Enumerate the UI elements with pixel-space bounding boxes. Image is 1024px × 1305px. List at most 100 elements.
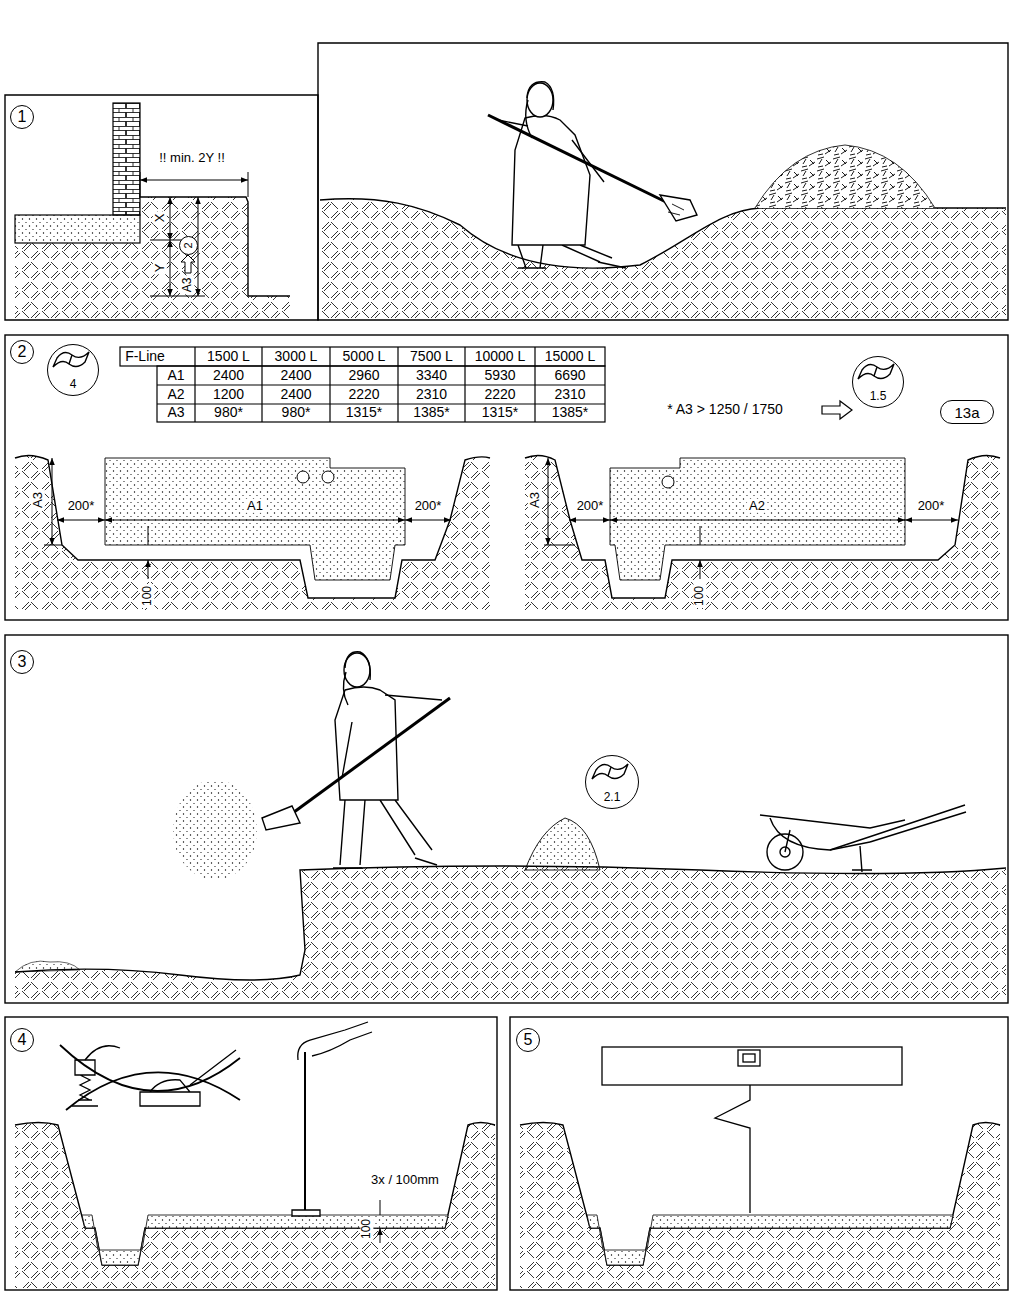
dimension-lines <box>380 1200 381 1243</box>
dimension-lines <box>44 458 451 579</box>
dimension-line <box>57 520 105 521</box>
wall-section <box>15 103 290 318</box>
dimension-line <box>170 240 171 296</box>
ground-line <box>15 866 1006 980</box>
tank-port <box>662 476 674 488</box>
plate-compactor <box>140 1050 236 1106</box>
brick-wall <box>113 103 140 215</box>
dimension-label: Y <box>153 262 167 275</box>
table-cell: 5930 <box>484 368 515 383</box>
tank-port <box>322 471 334 483</box>
pit-outline <box>525 455 1000 598</box>
extension-line <box>140 172 248 197</box>
dimension-label: A3 <box>181 276 194 295</box>
panel-frame <box>510 1017 1008 1290</box>
tank-outline <box>610 458 905 580</box>
dimension-line <box>610 520 905 521</box>
gravel-layer <box>15 961 80 972</box>
level-line <box>715 1085 750 1213</box>
cross-out <box>60 1045 240 1110</box>
reference-circle: 2 <box>179 236 198 255</box>
dimension-label: 200* <box>66 499 97 513</box>
frame-and-handles <box>785 805 966 872</box>
manual-icon <box>53 352 89 367</box>
hair <box>526 82 554 138</box>
levelled-pit <box>520 1123 1000 1289</box>
dimension-label: A3 <box>528 490 542 510</box>
shovel-handle <box>290 698 450 815</box>
soil-hatch <box>15 866 1006 1001</box>
level-bar <box>602 1047 902 1085</box>
dimension-label: 200* <box>413 499 444 513</box>
excavation-edge <box>140 197 290 296</box>
ground-line <box>320 199 1006 268</box>
dimension-note: !! min. 2Y !! <box>159 151 225 165</box>
dimension-label: 100 <box>360 1217 373 1241</box>
spirit-level <box>602 1047 902 1213</box>
node-text: 5 <box>524 1032 533 1048</box>
legs <box>518 245 626 268</box>
note-text: * A3 > 1250 / 1750 <box>667 402 783 417</box>
table-heading: A2 <box>167 387 184 402</box>
table-cell: 1385* <box>413 405 450 420</box>
table-heading: A1 <box>167 368 184 383</box>
table-heading: 7500 L <box>410 349 453 364</box>
table-header <box>120 347 605 366</box>
pit-section-right <box>525 455 1000 610</box>
table-cell: 1315* <box>346 405 383 420</box>
dimension-lines <box>544 458 958 579</box>
dimension-line <box>140 180 248 181</box>
hand-and-arm <box>298 1022 372 1060</box>
table-body <box>157 366 605 422</box>
dimension-line <box>148 526 149 579</box>
node-text: 1 <box>18 109 27 125</box>
hair <box>343 652 370 705</box>
panel-frames <box>5 43 1008 1290</box>
legs <box>333 800 437 868</box>
table-lines <box>157 347 605 422</box>
spoil-ground <box>755 145 935 208</box>
soil-hatch <box>320 199 1006 318</box>
manual-icon <box>858 364 894 379</box>
node-text: 2 <box>183 242 194 248</box>
manual-reference-icon: 2.1 <box>585 755 639 809</box>
extension-line <box>544 545 575 546</box>
dimension-line <box>548 458 549 545</box>
tank-port <box>297 471 309 483</box>
table-cell: 2220 <box>484 387 515 402</box>
soil-on-shovel <box>668 204 684 215</box>
shovel-handle <box>488 115 668 203</box>
node-text: 13a <box>954 405 979 420</box>
wheelbarrow <box>760 805 966 872</box>
dimension-line <box>700 526 701 579</box>
soil-hatch <box>15 197 290 318</box>
node-text: 4 <box>18 1032 27 1048</box>
dimension-line <box>405 520 451 521</box>
dimension-label: A2 <box>747 499 767 513</box>
table-cell: 1385* <box>552 405 589 420</box>
panel-frame <box>5 335 1008 620</box>
table-cell: 1200 <box>213 387 244 402</box>
slab-ground <box>15 215 140 243</box>
dimension-line <box>905 520 958 521</box>
tamper-plate <box>292 1210 320 1216</box>
node-text: 4 <box>70 378 77 390</box>
tamper-rod <box>304 1052 306 1210</box>
dimension-lines <box>140 172 248 296</box>
spoil-heap <box>755 145 935 208</box>
gravel-spray <box>173 780 257 880</box>
table-cell: 2400 <box>280 368 311 383</box>
node-text: 2.1 <box>604 791 621 803</box>
shovel-blade <box>660 195 697 221</box>
dimension-line <box>105 520 405 521</box>
pit-section-left <box>15 455 490 610</box>
table-heading: 1500 L <box>207 349 250 364</box>
panel-frame <box>5 635 1008 1003</box>
pit-outline <box>15 455 490 598</box>
table-heading: F-Line <box>125 349 165 364</box>
table-cell: 2960 <box>348 368 379 383</box>
tank-outline <box>105 458 405 580</box>
panel-frame <box>5 95 318 320</box>
table-heading: 3000 L <box>275 349 318 364</box>
dimension-label: A1 <box>245 499 265 513</box>
